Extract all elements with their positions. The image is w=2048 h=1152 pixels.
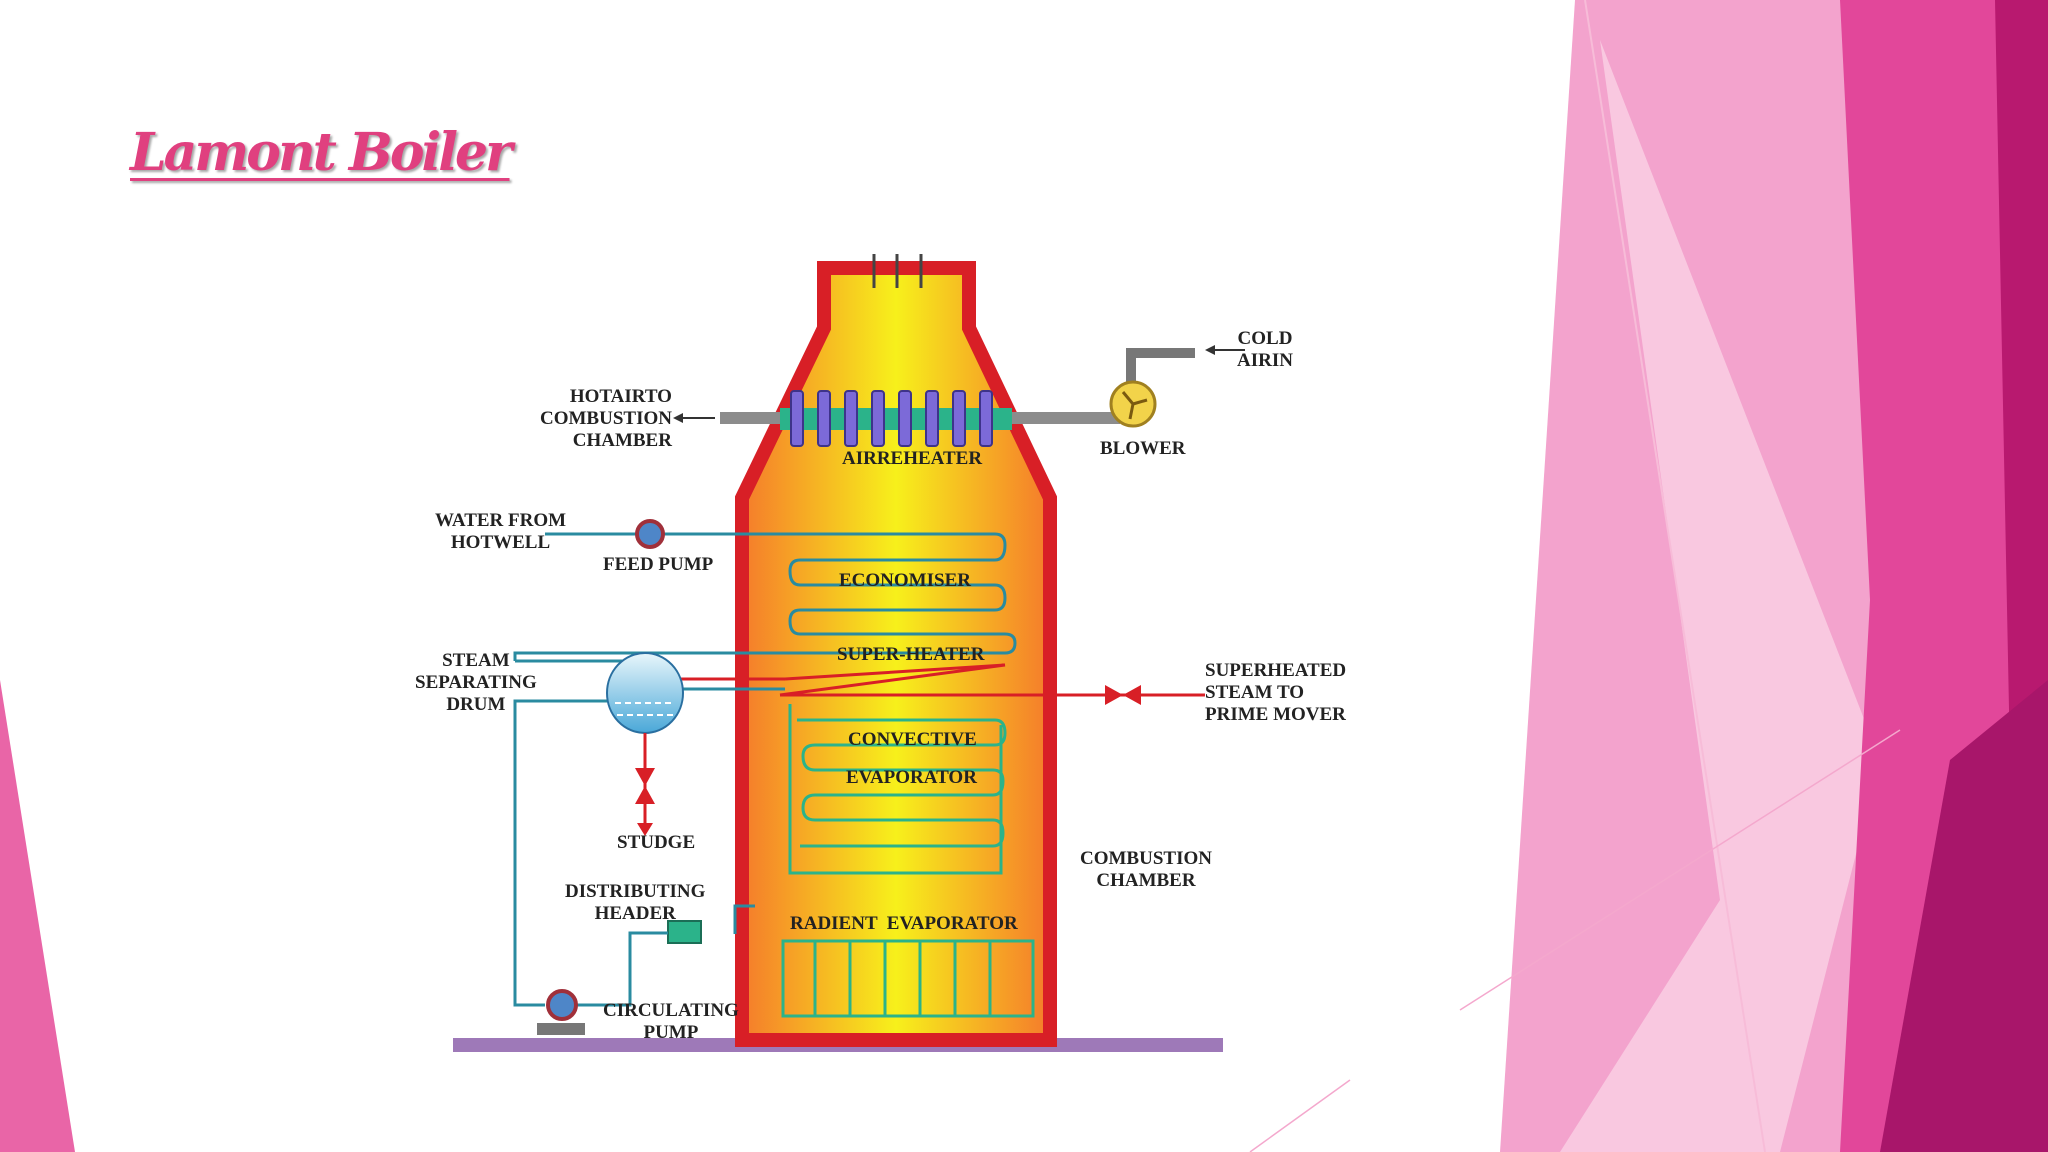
label-line: DRUM xyxy=(446,694,506,715)
label-line: SEPARATING xyxy=(415,672,537,693)
label-steam-separating-drum: STEAM SEPARATING DRUM xyxy=(415,650,537,716)
label-blower: BLOWER xyxy=(1100,438,1186,459)
label-line: STEAM xyxy=(442,650,510,671)
label-distributing-header: DISTRIBUTING HEADER xyxy=(565,881,705,925)
airreheater-core xyxy=(780,408,1012,430)
label-line: CHAMBER xyxy=(572,430,672,451)
pump-base xyxy=(537,1023,585,1035)
label-cold-air-in: COLD AIRIN xyxy=(1237,328,1293,372)
label-superheated-steam-to-prime-mover: SUPERHEATED STEAM TO PRIME MOVER xyxy=(1205,660,1346,726)
label-circulating-pump: CIRCULATING PUMP xyxy=(603,1000,739,1044)
label-radient-evaporator: RADIENT EVAPORATOR xyxy=(790,913,1018,934)
radiant-evaporator-tubes xyxy=(813,941,992,1016)
label-line: HOTWELL xyxy=(450,532,551,553)
label-hot-air-to-combustion-chamber: HOTAIRTO COMBUSTION CHAMBER xyxy=(540,386,672,452)
slide-title: Lamont Boiler xyxy=(130,122,513,183)
convective-evaporator-coil xyxy=(788,704,1007,875)
label-line: COMBUSTION xyxy=(1080,848,1212,869)
label-line: COMBUSTION xyxy=(540,408,672,429)
label-airreheater: AIRREHEATER xyxy=(842,448,983,469)
label-line: DISTRIBUTING xyxy=(565,881,706,902)
bg-line-3 xyxy=(1249,1079,1351,1152)
label-line: STEAM TO xyxy=(1205,682,1305,703)
boiler-schematic xyxy=(453,254,1245,1052)
label-feed-pump: FEED PUMP xyxy=(603,554,714,575)
pump-to-header-pipe xyxy=(570,931,668,1007)
header-feed-pipe xyxy=(733,904,755,934)
label-studge: STUDGE xyxy=(617,832,696,853)
label-economiser: ECONOMISER xyxy=(839,570,971,591)
bg-line-2 xyxy=(1459,729,1901,1011)
bg-facet-pale xyxy=(1560,40,1880,1152)
radiant-evaporator xyxy=(781,939,1035,1018)
label-combustion-chamber: COMBUSTION CHAMBER xyxy=(1080,848,1212,892)
label-line: CIRCULATING xyxy=(603,1000,739,1021)
airreheater-tubes xyxy=(790,390,993,447)
label-line: SUPERHEATED xyxy=(1205,660,1347,681)
economiser-coil xyxy=(513,532,1017,661)
feed-pump-icon xyxy=(635,519,665,549)
label-line: COLD xyxy=(1237,328,1293,349)
superheater-coil xyxy=(779,663,1006,697)
label-line: PRIME MOVER xyxy=(1205,704,1346,725)
bg-line-1 xyxy=(1584,0,1766,1152)
bg-facet-left xyxy=(0,680,75,1152)
label-evaporator: EVAPORATOR xyxy=(846,767,977,788)
label-water-from-hotwell: WATER FROM HOTWELL xyxy=(435,510,566,554)
label-line: AIRIN xyxy=(1237,350,1293,371)
sludge-valve-icon xyxy=(635,768,655,786)
steam-valve-icon xyxy=(1105,685,1123,705)
label-line: WATER FROM xyxy=(435,510,567,531)
label-line: PUMP xyxy=(643,1022,699,1043)
bg-facet-right-deep xyxy=(1880,680,2048,1152)
cold-air-inlet-pipe xyxy=(1126,348,1195,394)
lamont-boiler-diagram: HOTAIRTO COMBUSTION CHAMBER COLD AIRIN B… xyxy=(405,248,1360,1093)
label-line: CHAMBER xyxy=(1096,870,1196,891)
circulating-pump-icon xyxy=(546,989,578,1021)
label-super-heater: SUPER-HEATER xyxy=(837,644,985,665)
downcomer-pipe xyxy=(513,699,615,1007)
label-line: HEADER xyxy=(594,903,676,924)
label-line: HOTAIRTO xyxy=(569,386,672,407)
steam-drum-icon xyxy=(606,652,684,734)
label-convective: CONVECTIVE xyxy=(848,729,977,750)
